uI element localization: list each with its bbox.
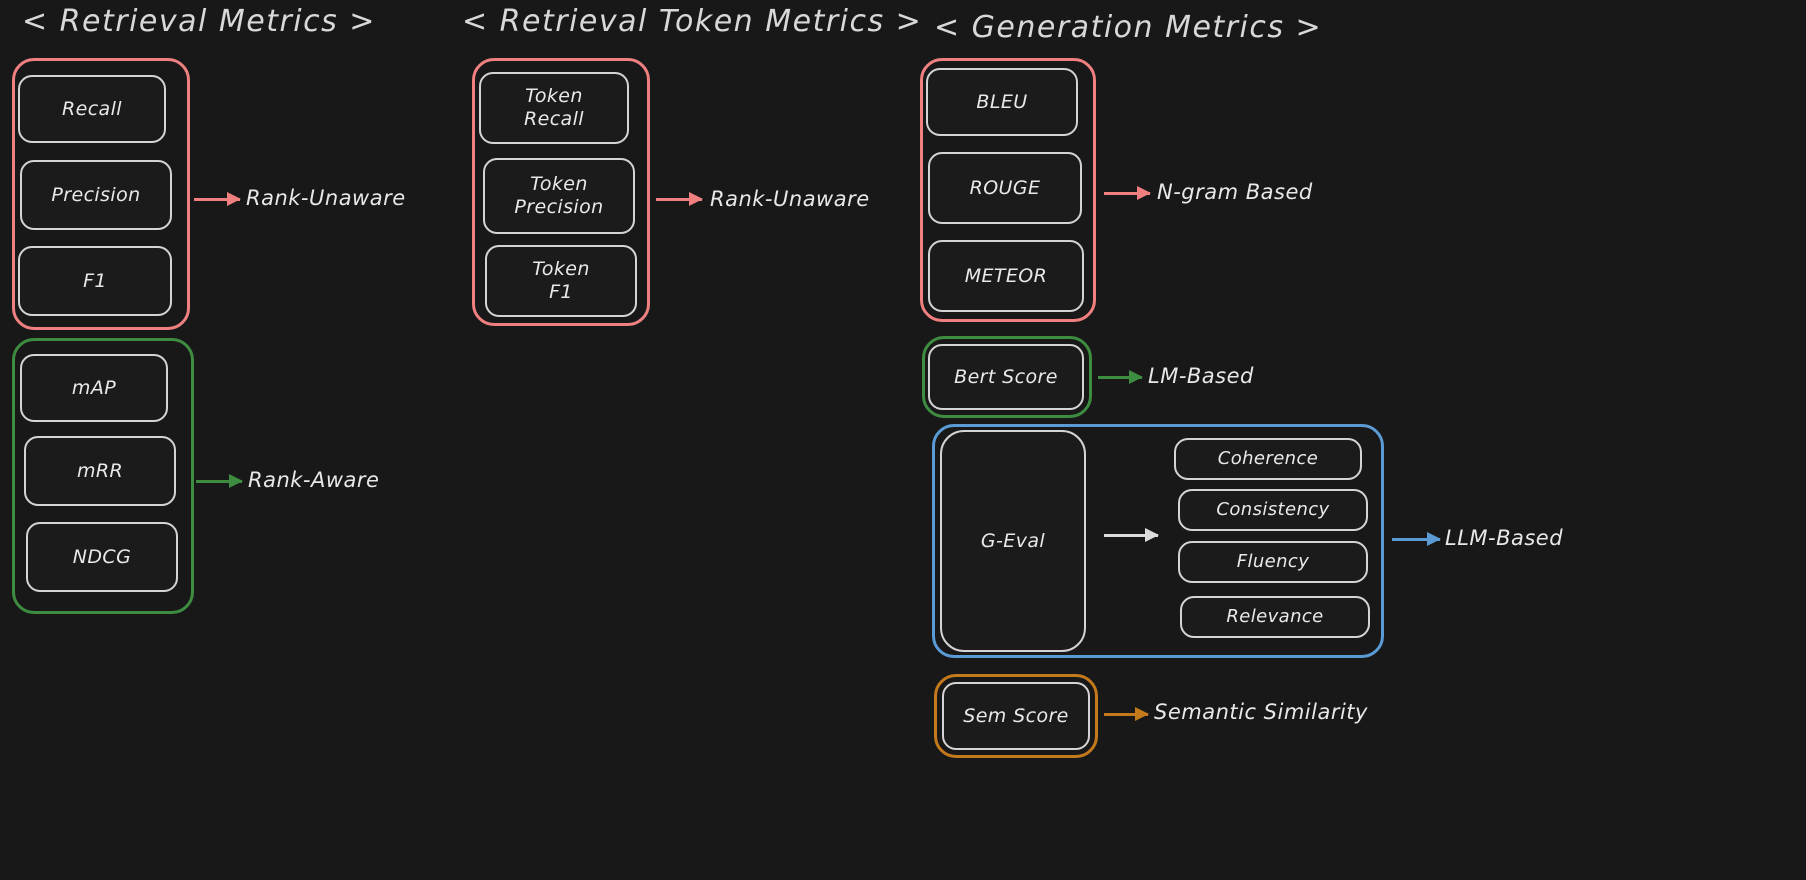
arrow-n-gram-based (1104, 186, 1151, 200)
rank-unaware-group-outline (12, 58, 190, 330)
metric-node-bleu[interactable]: BLEU (926, 68, 1078, 136)
arrow-head (227, 192, 241, 206)
arrow-shaft (196, 480, 242, 483)
category-label-semantic-similarity: Semantic Similarity (1154, 700, 1368, 724)
arrow-g-eval-to-subnodes (1104, 528, 1159, 542)
arrow-shaft (1104, 192, 1150, 195)
arrow-head (229, 474, 243, 488)
arrow-rank-unaware (194, 192, 241, 206)
category-label-lm-based: LM-Based (1148, 364, 1254, 388)
arrow-head (689, 192, 703, 206)
metric-node-sem-score[interactable]: Sem Score (942, 682, 1090, 750)
n-gram-based-group-outline (920, 58, 1096, 322)
arrow-rank-aware (196, 474, 243, 488)
metric-node-g-eval[interactable]: G-Eval (940, 430, 1086, 652)
metric-node-meteor[interactable]: METEOR (928, 240, 1084, 312)
arrow-semantic-similarity (1104, 707, 1149, 721)
arrow-shaft (656, 198, 702, 201)
semantic-similarity-group-outline (934, 674, 1098, 758)
category-label-rank-unaware: Rank-Unaware (246, 186, 406, 210)
arrow-shaft (1104, 713, 1148, 716)
category-label-llm-based: LLM-Based (1445, 526, 1564, 550)
arrow-head (1129, 370, 1143, 384)
metric-node-bert-score[interactable]: Bert Score (928, 344, 1084, 410)
metric-node-token-f1[interactable]: Token F1 (485, 245, 637, 317)
rank-aware-group-outline (12, 338, 194, 614)
arrow-head (1145, 528, 1159, 542)
metric-node-consistency[interactable]: Consistency (1178, 489, 1368, 531)
metric-node-relevance[interactable]: Relevance (1180, 596, 1370, 638)
metric-node-mrr[interactable]: mRR (24, 436, 176, 506)
metric-node-rouge[interactable]: ROUGE (928, 152, 1082, 224)
column-title-generation-metrics: < Generation Metrics > (934, 10, 1323, 45)
metric-node-recall[interactable]: Recall (18, 75, 166, 143)
metric-node-token-recall[interactable]: Token Recall (479, 72, 629, 144)
arrow-head (1137, 186, 1151, 200)
arrow-head (1135, 707, 1149, 721)
arrow-head (1427, 532, 1441, 546)
arrow-llm-based (1392, 532, 1441, 546)
column-title-retrieval-metrics: < Retrieval Metrics > (22, 4, 376, 39)
llm-based-group-outline (932, 424, 1384, 658)
category-label-rank-aware: Rank-Aware (248, 468, 380, 492)
arrow-shaft (1392, 538, 1440, 541)
lm-based-group-outline (922, 336, 1092, 418)
arrow-lm-based (1098, 370, 1143, 384)
metric-node-f1[interactable]: F1 (18, 246, 172, 316)
metric-node-token-precision[interactable]: Token Precision (483, 158, 635, 234)
metric-node-map[interactable]: mAP (20, 354, 168, 422)
metric-node-fluency[interactable]: Fluency (1178, 541, 1368, 583)
token-rank-unaware-group-outline (472, 58, 650, 326)
column-title-retrieval-token-metrics: < Retrieval Token Metrics > (462, 4, 923, 39)
metric-node-coherence[interactable]: Coherence (1174, 438, 1362, 480)
metric-node-precision[interactable]: Precision (20, 160, 172, 230)
metric-node-ndcg[interactable]: NDCG (26, 522, 178, 592)
arrow-token-rank-unaware (656, 192, 703, 206)
category-label-token-rank-unaware: Rank-Unaware (710, 187, 870, 211)
category-label-n-gram-based: N-gram Based (1157, 180, 1313, 204)
arrow-shaft (1104, 534, 1158, 537)
arrow-shaft (194, 198, 240, 201)
arrow-shaft (1098, 376, 1142, 379)
